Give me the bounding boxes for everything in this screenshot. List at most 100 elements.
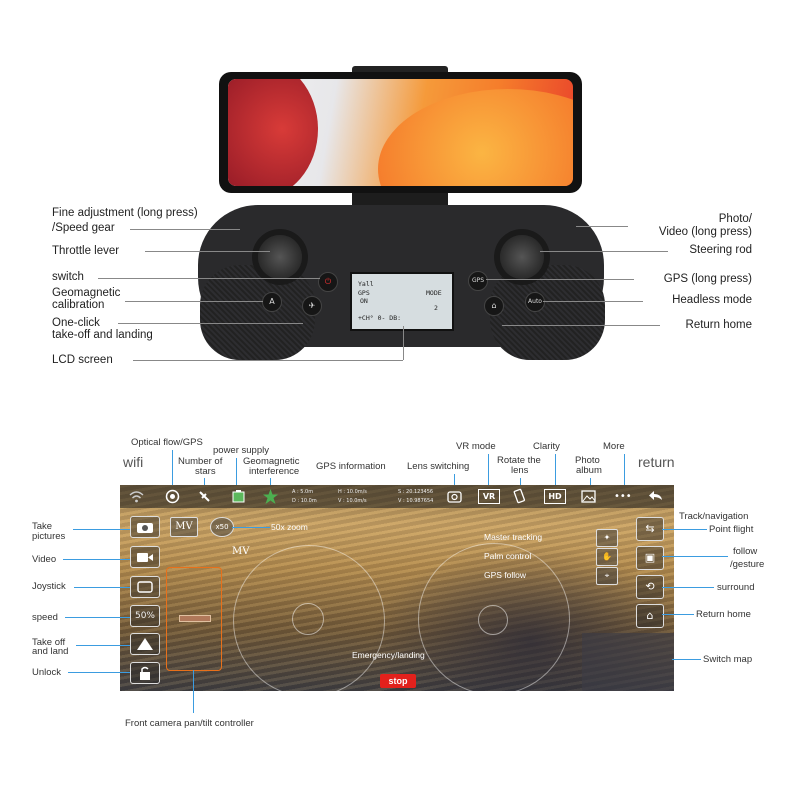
label-gps-long-press: GPS (long press) bbox=[663, 273, 752, 285]
lcd-screen: Yall GPS ON MODE 2 +CH° 0- DB: bbox=[350, 272, 454, 331]
more-button[interactable]: ••• bbox=[614, 491, 632, 502]
leader-line bbox=[98, 278, 320, 279]
label-and-land: and land bbox=[32, 646, 69, 657]
battery-icon bbox=[230, 488, 247, 505]
headless-button[interactable]: Auto bbox=[525, 292, 545, 312]
throttle-stick[interactable] bbox=[258, 235, 302, 279]
rotate-icon[interactable] bbox=[511, 488, 528, 505]
takeoff-land-icon[interactable] bbox=[130, 633, 160, 655]
right-joystick-knob[interactable] bbox=[478, 605, 508, 635]
follow-gesture-button[interactable]: ▣ bbox=[636, 546, 664, 570]
label-lens-switching: Lens switching bbox=[407, 461, 470, 472]
geomagnetic-calibration-button[interactable]: A bbox=[262, 292, 282, 312]
label-gps-information: GPS information bbox=[316, 461, 386, 472]
right-virtual-joystick[interactable] bbox=[418, 543, 570, 691]
map-switch-area[interactable] bbox=[582, 633, 674, 691]
right-grip bbox=[490, 265, 605, 360]
vr-mode-button[interactable]: VR bbox=[478, 489, 500, 504]
gps-button[interactable]: GPS bbox=[468, 271, 488, 291]
label-track-navigation: Track/navigation bbox=[679, 511, 749, 522]
camera-switch-icon[interactable] bbox=[446, 488, 463, 505]
callout-line bbox=[270, 478, 271, 486]
takeoff-land-button[interactable]: ✈ bbox=[302, 296, 322, 316]
label-photo: Photo/ bbox=[718, 213, 752, 225]
label-pictures: pictures bbox=[32, 531, 66, 542]
leader-line bbox=[403, 326, 404, 360]
gimbal-slider[interactable] bbox=[179, 615, 211, 622]
callout-line bbox=[624, 454, 625, 486]
callout-line bbox=[672, 659, 701, 660]
speed-button[interactable]: 50% bbox=[130, 605, 160, 627]
lcd-signal: Yall bbox=[358, 280, 374, 288]
label-album: album bbox=[576, 465, 602, 476]
gps-distance: D : 10.0m bbox=[292, 498, 317, 504]
master-tracking-label: Master tracking bbox=[484, 532, 543, 542]
back-arrow-icon[interactable] bbox=[648, 488, 665, 505]
label-fine-adjustment: Fine adjustment (long press) bbox=[52, 207, 198, 219]
mv-button[interactable]: MV bbox=[170, 517, 198, 537]
label-headless-mode: Headless mode bbox=[672, 294, 752, 306]
label-rotate-the: Rotate the bbox=[497, 455, 541, 466]
palm-control-icon[interactable]: ✋ bbox=[596, 548, 618, 566]
take-picture-button[interactable] bbox=[130, 516, 160, 538]
label-lens: lens bbox=[511, 465, 529, 476]
gps-follow-icon[interactable]: ⌖ bbox=[596, 567, 618, 585]
label-switch: switch bbox=[52, 271, 84, 283]
label-power-supply: power supply bbox=[213, 445, 269, 456]
leader-line bbox=[486, 279, 634, 280]
gimbal-controller[interactable] bbox=[166, 567, 222, 671]
unlock-icon[interactable] bbox=[130, 662, 160, 684]
label-follow: follow bbox=[733, 546, 758, 557]
callout-line bbox=[232, 527, 270, 528]
left-joystick-knob[interactable] bbox=[292, 603, 324, 635]
geomagnetic-icon bbox=[262, 488, 279, 505]
label-unlock: Unlock bbox=[32, 667, 62, 678]
callout-line bbox=[73, 529, 130, 530]
label-interference: interference bbox=[249, 466, 300, 477]
callout-line bbox=[74, 587, 130, 588]
leader-line bbox=[130, 229, 240, 230]
master-tracking-icon[interactable]: ✦ bbox=[596, 529, 618, 547]
track-navigation-button[interactable]: ⇆ bbox=[636, 517, 664, 541]
label-one-click: One-click bbox=[52, 317, 100, 329]
video-record-button[interactable] bbox=[130, 546, 160, 568]
return-home-button[interactable]: ⌂ bbox=[484, 296, 504, 316]
label-front-camera-gimbal: Front camera pan/tilt controller bbox=[125, 718, 254, 729]
label-video-long-press: Video (long press) bbox=[658, 226, 752, 238]
stop-button[interactable]: stop bbox=[380, 674, 416, 688]
zoom-button[interactable]: x50 bbox=[210, 517, 234, 537]
joystick-toggle-button[interactable] bbox=[130, 576, 160, 598]
callout-line bbox=[555, 454, 556, 486]
app-screen: A : 5.0m D : 10.0m H : 10.0m/s V : 10.0m… bbox=[120, 485, 674, 691]
left-virtual-joystick[interactable] bbox=[233, 545, 385, 691]
label-geomagnetic: Geomagnetic bbox=[52, 287, 121, 299]
optical-flow-icon[interactable] bbox=[164, 488, 181, 505]
callout-line bbox=[662, 529, 707, 530]
surround-button[interactable]: ⟲ bbox=[636, 575, 664, 599]
label-wifi: wifi bbox=[123, 454, 144, 470]
label-speed-gear: /Speed gear bbox=[52, 222, 115, 234]
leader-line bbox=[145, 251, 270, 252]
palm-control-label: Palm control bbox=[484, 551, 532, 561]
callout-line bbox=[662, 556, 728, 557]
label-takeoff-landing: take-off and landing bbox=[52, 329, 153, 341]
callout-line bbox=[662, 587, 714, 588]
label-number-of: Number of bbox=[178, 456, 223, 467]
gps-altitude: A : 5.0m bbox=[292, 489, 314, 495]
leader-line bbox=[576, 226, 628, 227]
steering-stick[interactable] bbox=[500, 235, 544, 279]
callout-line bbox=[63, 559, 130, 560]
power-button[interactable]: ⏻ bbox=[318, 272, 338, 292]
lcd-number: 2 bbox=[434, 304, 438, 312]
label-return-home: Return home bbox=[685, 319, 752, 331]
return-home-app-button[interactable]: ⌂ bbox=[636, 604, 664, 628]
album-icon[interactable] bbox=[580, 488, 597, 505]
callout-line bbox=[590, 478, 591, 486]
leader-line bbox=[118, 323, 303, 324]
label-surround: surround bbox=[717, 582, 755, 593]
label-more: More bbox=[603, 441, 625, 452]
lcd-on: ON bbox=[360, 297, 368, 305]
hd-clarity-button[interactable]: HD bbox=[544, 489, 566, 504]
label-switch-map: Switch map bbox=[703, 654, 753, 665]
label-return: return bbox=[638, 454, 675, 470]
